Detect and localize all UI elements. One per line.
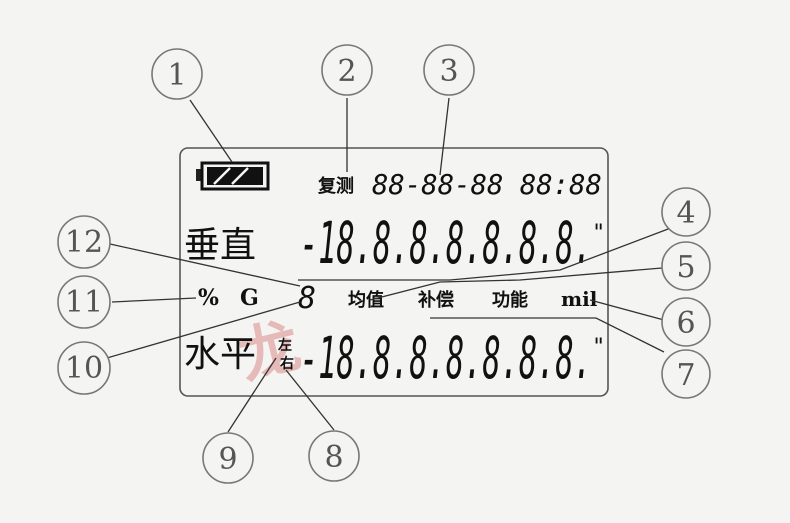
callout-8: 8 [308,430,360,482]
callout-12-number: 12 [65,225,103,260]
callout-10-number: 10 [65,351,103,386]
compensate-label: 补偿 [417,289,454,311]
horizontal-value-display: -18.8.8.8.8.8.8. [300,324,592,392]
callout-1: 1 [151,48,203,100]
leader-9 [227,357,277,433]
average-label: 均值 [348,289,384,311]
battery-icon [196,161,270,191]
callout-7: 7 [661,349,711,399]
callout-7-number: 7 [676,358,695,393]
callout-2: 2 [321,44,373,96]
leader-8 [285,369,335,431]
callout-10: 10 [57,341,111,395]
callout-12: 12 [57,215,111,269]
horizontal-unit: " [592,335,605,360]
callout-11-number: 11 [65,285,103,320]
callout-5-number: 5 [676,250,695,285]
callout-11: 11 [57,275,111,329]
horizontal-label: 水平 [184,334,256,375]
percent-label: % [198,285,219,311]
callout-1-number: 1 [167,58,186,93]
right-label: 右 [279,355,294,372]
leader-5 [369,267,663,301]
leader-12 [109,243,301,287]
leader-4 [298,225,677,281]
callout-5: 5 [661,241,711,291]
single-digit-display: 8 [298,281,316,316]
callout-3-number: 3 [439,54,458,89]
callout-9-number: 9 [218,442,237,477]
left-label: 左 [277,337,292,354]
callout-3: 3 [423,44,475,96]
function-label: 功能 [492,289,528,311]
callout-6: 6 [661,297,711,347]
leader-10 [99,301,301,361]
callout-8-number: 8 [324,440,343,475]
datetime-display: 88-88-88 88:88 [372,168,602,201]
vertical-value-display: -18.8.8.8.8.8.8. [300,209,592,277]
callout-9: 9 [202,432,254,484]
leader-1 [189,99,233,163]
leader-3 [439,97,450,176]
mil-label: mil [561,287,598,311]
retest-label: 复测 [317,175,354,197]
callout-6-number: 6 [676,306,695,341]
vertical-label: 垂直 [184,225,256,266]
leader-6 [589,299,665,321]
leader-7 [430,317,665,353]
g-label: G [240,285,259,311]
vertical-unit: " [592,221,605,246]
leader-11 [111,297,197,303]
callout-4: 4 [661,187,711,237]
callout-4-number: 4 [676,196,695,231]
callout-2-number: 2 [337,54,356,89]
